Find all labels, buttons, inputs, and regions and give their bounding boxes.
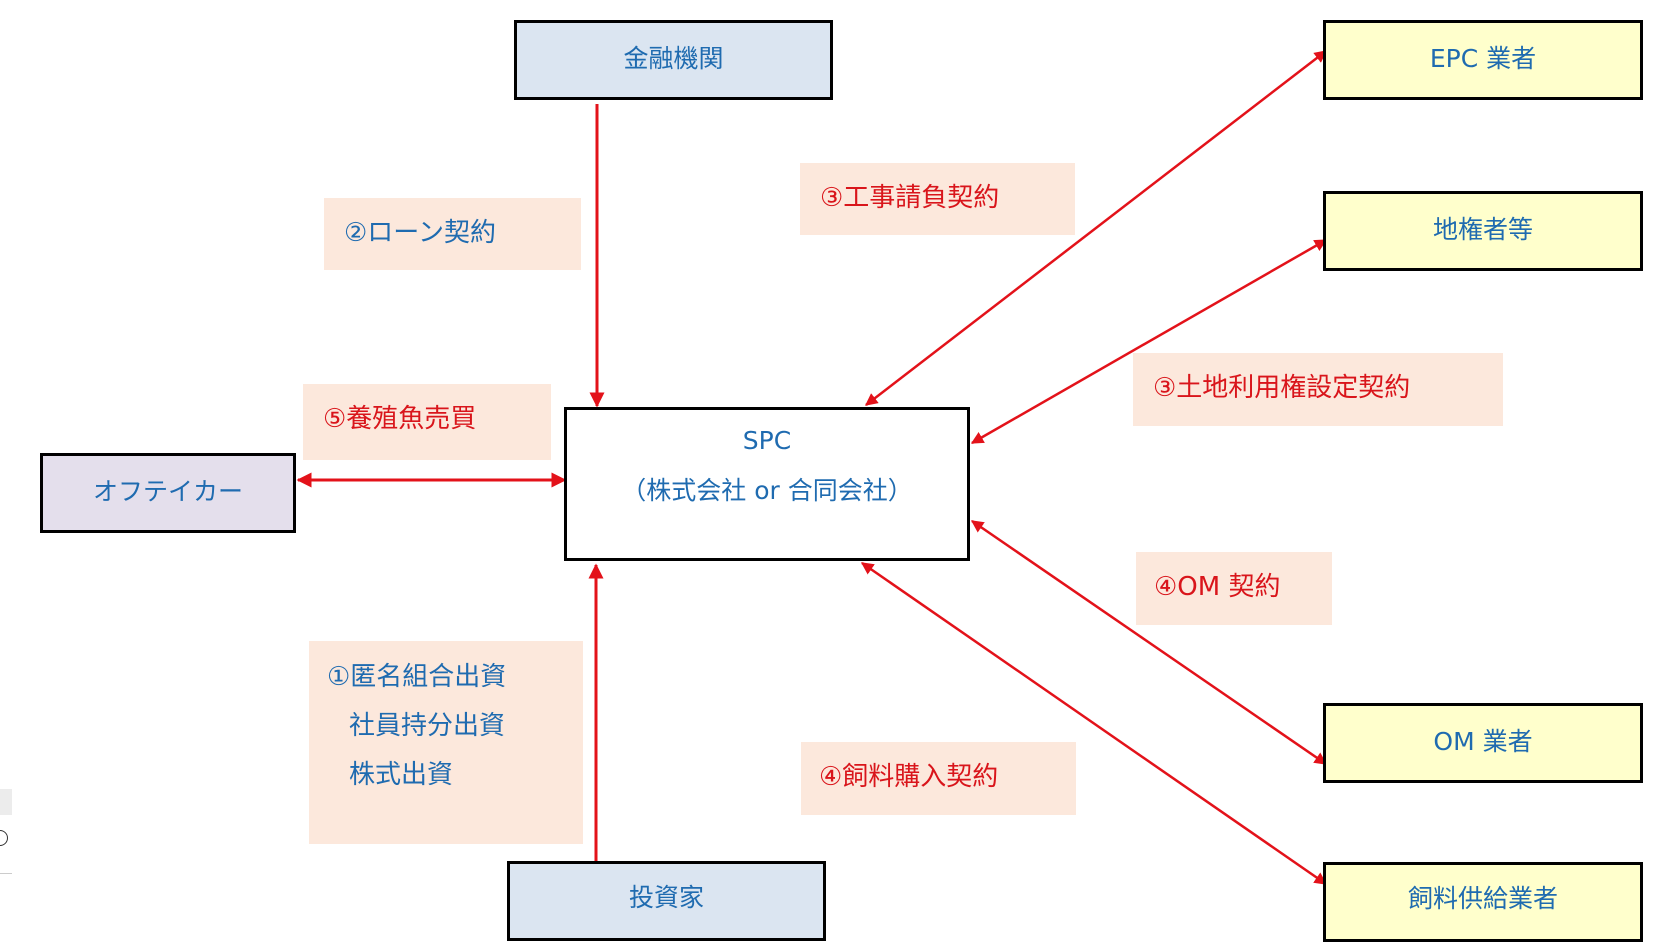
node-om-label: OM 業者 [1433,727,1533,756]
node-feed-supplier: 飼料供給業者 [1323,862,1643,942]
label-investment-line-1: ①匿名組合出資 [327,662,507,692]
node-spc-title: SPC [742,426,792,455]
arrow-spc-feed-supplier [860,561,1328,886]
label-loan-contract: ②ローン契約 [324,198,581,270]
label-feed-purchase-text: ④飼料購入契約 [819,762,999,792]
node-bank-label: 金融機関 [623,44,724,73]
label-land-use-text: ③土地利用権設定契約 [1153,373,1411,403]
left-edge-fragment [0,789,12,815]
node-landowner: 地権者等 [1323,191,1643,271]
label-om-contract: ④OM 契約 [1136,552,1332,625]
node-landowner-label: 地権者等 [1432,215,1533,244]
node-epc-contractor: EPC 業者 [1323,20,1643,100]
left-edge-divider [0,873,12,874]
node-epc-label: EPC 業者 [1429,44,1537,73]
node-offtaker-label: オフテイカー [92,477,243,506]
node-bank: 金融機関 [514,20,833,100]
label-om-contract-text: ④OM 契約 [1154,572,1281,602]
node-investor-label: 投資家 [628,883,704,912]
label-land-use-contract: ③土地利用権設定契約 [1133,353,1503,426]
arrow-spc-landowner [970,238,1328,445]
node-feed-supplier-label: 飼料供給業者 [1407,884,1558,913]
arrow-spc-epc [865,50,1327,406]
label-investment-line-2: 社員持分出資 [349,711,506,741]
label-feed-purchase-contract: ④飼料購入契約 [801,742,1076,815]
label-construction-contract: ③工事請負契約 [800,163,1075,235]
label-fish-sale: ⑤養殖魚売買 [303,384,551,460]
label-loan-text: ②ローン契約 [344,218,497,248]
label-construction-text: ③工事請負契約 [820,183,1000,213]
node-spc: SPC （株式会社 or 合同会社） [564,407,970,561]
label-investment-line-3: 株式出資 [349,760,454,790]
node-offtaker: オフテイカー [40,453,296,533]
node-investor: 投資家 [507,861,826,941]
node-spc-subtitle: （株式会社 or 合同会社） [621,476,913,505]
label-investment: ①匿名組合出資 社員持分出資 株式出資 [309,641,583,844]
node-om-contractor: OM 業者 [1323,703,1643,783]
label-fish-sale-text: ⑤養殖魚売買 [323,404,477,434]
